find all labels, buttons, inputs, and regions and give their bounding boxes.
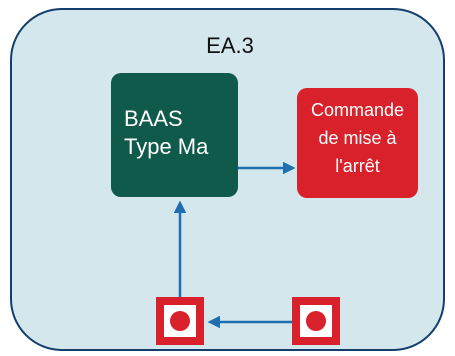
- baas-label-line2: Type Ma: [124, 134, 209, 159]
- right-sensor-frame: [300, 305, 332, 337]
- shutdown-command-box: Commande de mise à l'arrêt: [297, 88, 418, 198]
- diagram-title: EA.3: [206, 33, 254, 58]
- baas-box: BAAS Type Ma: [111, 73, 238, 197]
- right-sensor-icon: [292, 297, 340, 345]
- command-label-line3: l'arrêt: [335, 156, 380, 176]
- baas-label-line1: BAAS: [124, 106, 183, 131]
- command-label-line1: Commande: [310, 100, 405, 120]
- command-label-line2: de mise à: [318, 128, 397, 148]
- right-sensor-dot: [306, 311, 326, 331]
- left-sensor-frame: [164, 305, 196, 337]
- left-sensor-dot: [170, 311, 190, 331]
- left-sensor-icon: [156, 297, 204, 345]
